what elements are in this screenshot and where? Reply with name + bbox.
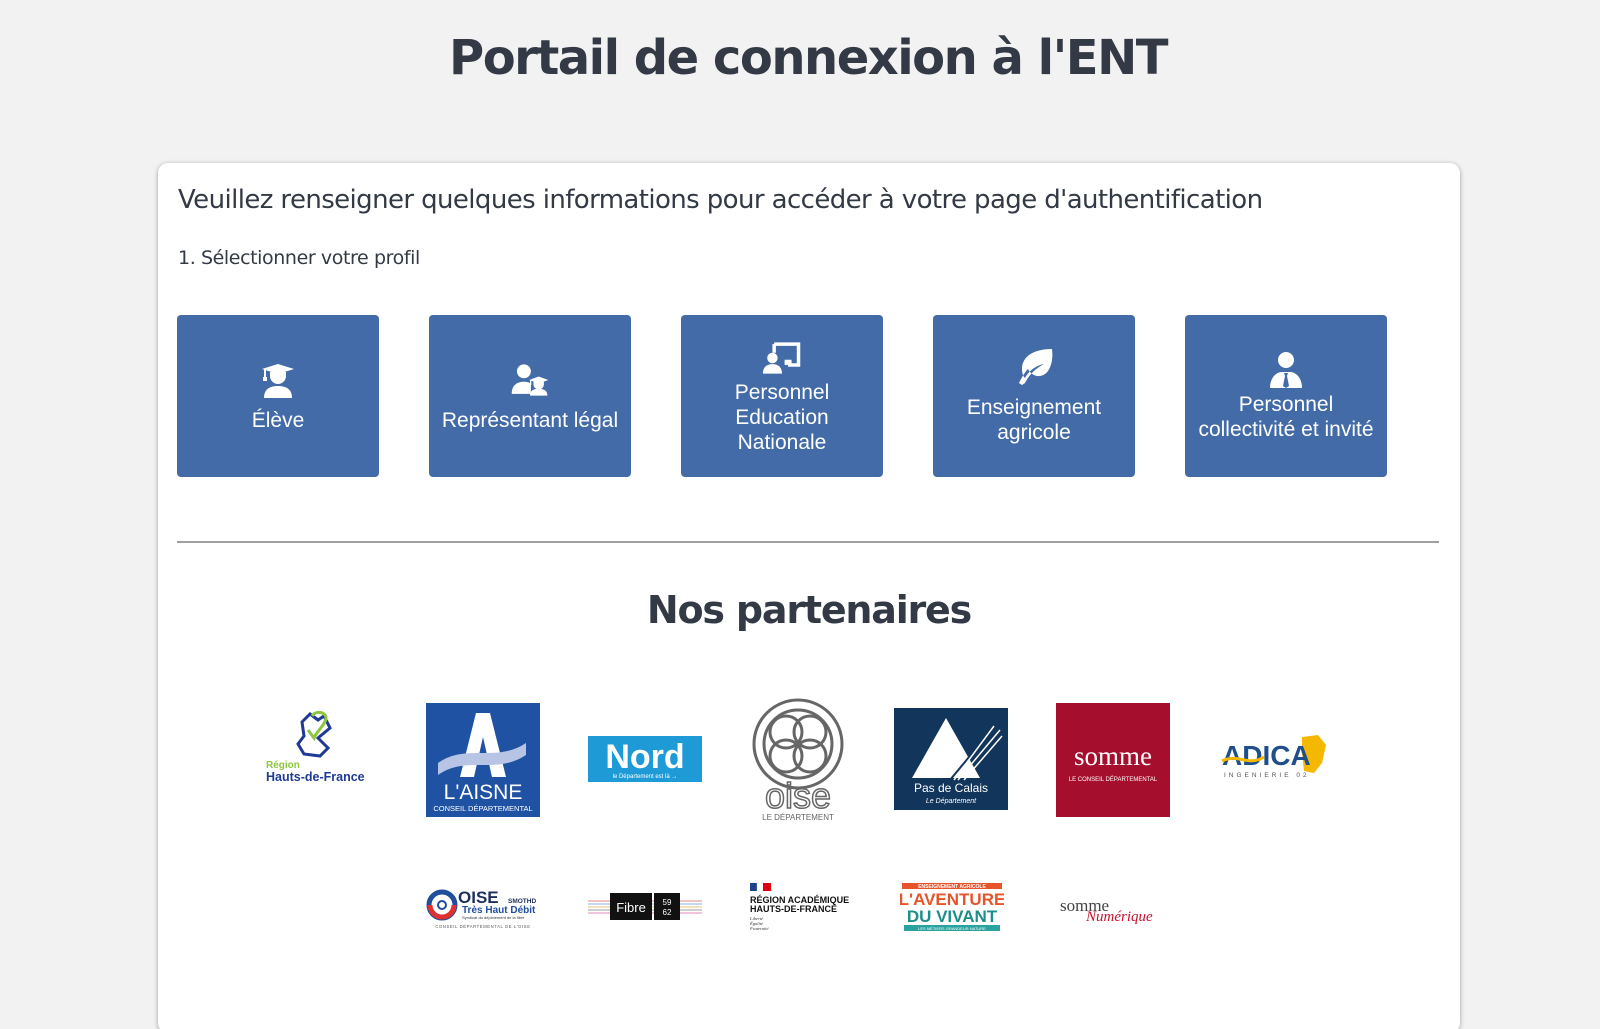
svg-text:L'AVENTURE: L'AVENTURE (900, 890, 1004, 909)
partner-logo-oise-tres-haut-debit[interactable]: OISE SMOTHD Très Haut Débit Syndicat du … (426, 883, 540, 931)
svg-text:OISE: OISE (458, 888, 499, 907)
profile-button-eleve[interactable]: Élève (177, 315, 379, 477)
partner-logo-somme-numerique[interactable]: somme Numérique (1056, 889, 1170, 929)
profile-button-personnel-education-nationale[interactable]: Personnel Education Nationale (681, 315, 883, 477)
parent-with-student-icon (511, 363, 549, 396)
svg-text:RÉGION ACADÉMIQUE: RÉGION ACADÉMIQUE (750, 895, 849, 905)
profile-label: Personnel Education Nationale (734, 380, 830, 454)
partner-logo-nord[interactable]: Nord le Département est là → (588, 736, 702, 782)
svg-text:LES MÉTIERS GRANDEUR NATURE: LES MÉTIERS GRANDEUR NATURE (918, 926, 986, 931)
svg-text:LE DÉPARTEMENT: LE DÉPARTEMENT (762, 813, 834, 822)
profile-label: Élève (251, 408, 305, 432)
svg-text:Fibre: Fibre (616, 900, 646, 915)
profile-button-enseignement-agricole[interactable]: Enseignement agricole (933, 315, 1135, 477)
svg-text:Très Haut Débit: Très Haut Débit (462, 905, 536, 916)
profile-button-representant-legal[interactable]: Représentant légal (429, 315, 631, 477)
svg-text:Syndicat du déploiement de la: Syndicat du déploiement de la fibre (462, 915, 525, 920)
partner-logo-oise[interactable]: oise LE DÉPARTEMENT (750, 698, 846, 824)
partner-logo-region-academique[interactable]: RÉGION ACADÉMIQUE HAUTS-DE-FRANCE Libert… (750, 881, 860, 935)
partner-logo-adica[interactable]: ADICA INGENIERIE 02 (1218, 733, 1330, 783)
profile-label: Enseignement agricole (966, 396, 1102, 444)
svg-text:L'AISNE: L'AISNE (444, 781, 523, 804)
svg-text:SMOTHD: SMOTHD (508, 898, 536, 905)
svg-text:Hauts-de-France: Hauts-de-France (266, 770, 365, 784)
section-divider (177, 541, 1439, 543)
svg-text:CONSEIL DÉPARTEMENTAL: CONSEIL DÉPARTEMENTAL (433, 804, 532, 813)
svg-text:ENSEIGNEMENT AGRICOLE: ENSEIGNEMENT AGRICOLE (918, 884, 986, 890)
page-title: Portail de connexion à l'ENT (449, 30, 1168, 86)
svg-text:DU VIVANT: DU VIVANT (907, 907, 998, 926)
svg-text:59: 59 (663, 898, 672, 907)
svg-text:Nord: Nord (605, 738, 684, 776)
svg-text:Fraternité: Fraternité (750, 926, 769, 931)
svg-text:62: 62 (663, 908, 672, 917)
login-portal-card: Veuillez renseigner quelques information… (158, 163, 1460, 1029)
svg-text:Numérique: Numérique (1085, 909, 1153, 925)
step-label: 1. Sélectionner votre profil (178, 247, 420, 269)
profile-label: Représentant légal (441, 408, 619, 432)
svg-text:ADICA: ADICA (1222, 740, 1311, 771)
partners-title: Nos partenaires (646, 588, 972, 632)
svg-text:somme: somme (1060, 896, 1109, 915)
profile-label: Personnel collectivité et invité (1198, 393, 1374, 441)
partner-logo-la-fibre-59-62[interactable]: Fibre 59 62 (588, 888, 702, 924)
profile-button-personnel-collectivite-invite[interactable]: Personnel collectivité et invité (1185, 315, 1387, 477)
svg-text:HAUTS-DE-FRANCE: HAUTS-DE-FRANCE (750, 904, 837, 914)
profile-selector: Élève Représentant légal Person (177, 315, 1387, 477)
intro-text: Veuillez renseigner quelques information… (178, 185, 1263, 215)
svg-text:le Département est là →: le Département est là → (613, 774, 678, 780)
partner-logo-aisne[interactable]: L'AISNE CONSEIL DÉPARTEMENTAL (426, 703, 540, 817)
partner-logo-aventure-du-vivant[interactable]: ENSEIGNEMENT AGRICOLE L'AVENTURE DU VIVA… (900, 881, 1004, 935)
svg-text:oise: oise (765, 775, 831, 816)
student-graduation-cap-icon (262, 363, 294, 398)
person-with-tie-icon (1270, 352, 1302, 388)
partner-logo-region-hauts-de-france[interactable]: Région Hauts-de-France (258, 708, 373, 788)
svg-text:Égalité: Égalité (750, 921, 764, 926)
svg-text:INGENIERIE 02: INGENIERIE 02 (1224, 772, 1310, 779)
svg-text:Le Département: Le Département (926, 798, 977, 805)
partner-logo-somme[interactable]: somme LE CONSEIL DÉPARTEMENTAL (1056, 703, 1170, 817)
svg-text:LE CONSEIL DÉPARTEMENTAL: LE CONSEIL DÉPARTEMENTAL (1069, 776, 1158, 783)
partner-logo-pas-de-calais[interactable]: Pas de Calais Le Département (894, 708, 1008, 810)
svg-text:CONSEIL DÉPARTEMENTAL DE L'OIS: CONSEIL DÉPARTEMENTAL DE L'OISE (435, 924, 530, 929)
leaf-icon (1019, 349, 1053, 385)
svg-text:Liberté: Liberté (750, 916, 764, 921)
teacher-at-board-icon (762, 341, 801, 374)
svg-text:Région: Région (266, 760, 300, 771)
svg-text:somme: somme (1074, 741, 1152, 771)
svg-text:Pas de Calais: Pas de Calais (914, 781, 988, 795)
